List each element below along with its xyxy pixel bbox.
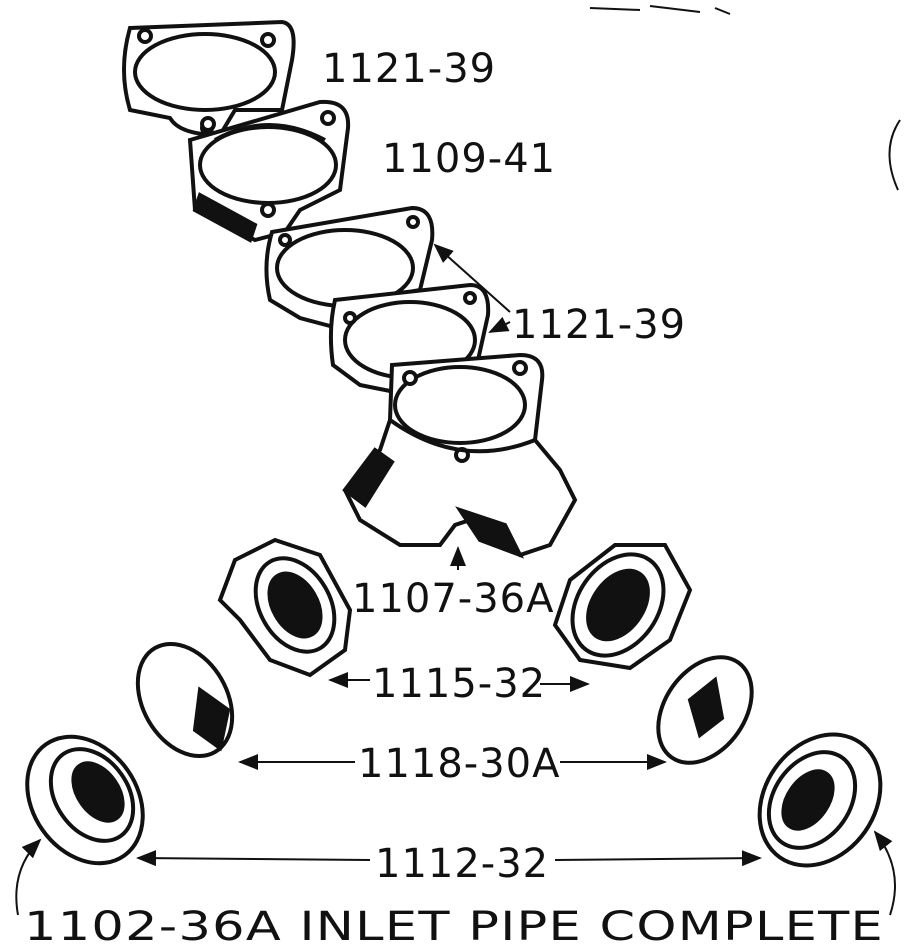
adapter-right-part [757,732,883,868]
flange-part [187,99,351,243]
nut-right-part [552,543,693,671]
label-top-gasket: 1121-39 [322,46,496,92]
corner-marks [589,5,901,191]
label-adapters: 1112-32 [375,841,549,887]
y-body-part [342,352,578,559]
nut-left-part [217,537,353,678]
sleeve-right-part [656,655,754,765]
leader-lines [15,243,896,916]
adapter-left-part [25,734,145,866]
middle-gasket-lower [328,282,491,398]
label-body: 1107-36A [352,576,555,622]
label-assembly: 1102-36A INLET PIPE COMPLETE [24,904,884,949]
label-nuts: 1115-32 [372,661,546,707]
label-flange: 1109-41 [382,136,556,182]
sleeve-left-part [135,641,235,759]
label-mid-gaskets: 1121-39 [512,302,686,348]
label-sleeves: 1118-30A [358,741,561,787]
